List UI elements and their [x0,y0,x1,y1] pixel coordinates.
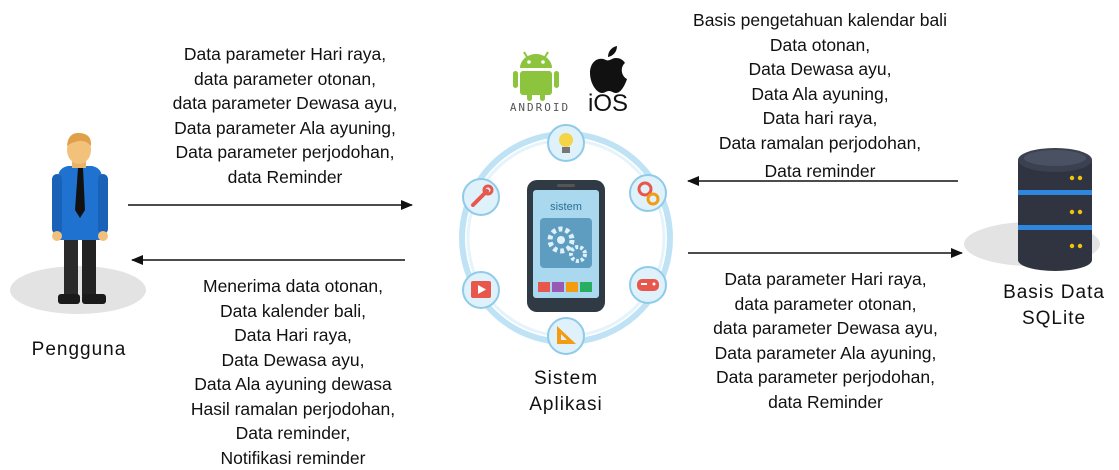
text-line: Notifikasi reminder [158,446,428,470]
user-label: Pengguna [14,337,144,363]
text-line: Data Ala ayuning dewasa [158,372,428,397]
text-line: Data parameter Hari raya, [150,42,420,67]
gamepad-icon [630,267,666,303]
text-line: Data reminder, [158,421,428,446]
app-to-db-text: Data parameter Hari raya, data parameter… [688,267,963,414]
text-line: Data Ala ayuning, [665,82,975,107]
text-line: Data Dewasa ayu, [665,57,975,82]
text-line: Data parameter Hari raya, [688,267,963,292]
text-line: Data Hari raya, [158,323,428,348]
db-label-line: Basis Data [990,280,1118,306]
text-line: Data otonan, [665,33,975,58]
text-line: Basis pengetahuan kalendar bali [665,8,975,33]
app-label: Sistem Aplikasi [506,366,626,418]
user-to-app-text: Data parameter Hari raya, data parameter… [150,42,420,189]
text-line: Menerima data otonan, [158,274,428,299]
text-line: Data kalender bali, [158,299,428,324]
play-icon [463,272,499,308]
apple-icon [590,46,627,93]
phone-screen-text: sistem [550,201,582,213]
text-line: Data parameter Ala ayuning, [688,341,963,366]
text-line: data parameter otonan, [688,292,963,317]
android-icon [513,52,559,101]
phone-icon: sistem [527,180,605,312]
android-wordmark: ANDROID [507,101,573,114]
text-line: Data parameter perjodohan, [150,140,420,165]
ios-wordmark: iOS [585,90,631,118]
text-line: Hasil ramalan perjodohan, [158,397,428,422]
text-line: Data parameter perjodohan, [688,365,963,390]
app-to-user-text: Menerima data otonan, Data kalender bali… [158,274,428,470]
gears-icon [630,175,666,211]
db-label: Basis Data SQLite [990,280,1118,332]
app-label-line: Aplikasi [506,392,626,418]
db-label-line: SQLite [990,306,1118,332]
text-line: data Reminder [688,390,963,415]
database-icon [964,148,1100,271]
text-line: Data Dewasa ayu, [158,348,428,373]
triangle-ruler-icon [548,318,584,354]
text-line: Data hari raya, [665,106,975,131]
text-line: Data ramalan perjodohan, [665,131,975,156]
lightbulb-icon [548,125,584,161]
user-figure [10,133,146,314]
text-line: data parameter Dewasa ayu, [688,316,963,341]
text-line: data parameter otonan, [150,67,420,92]
text-line: data parameter Dewasa ayu, [150,91,420,116]
wrench-icon [463,179,499,215]
text-line: Data reminder [665,159,975,184]
text-line: data Reminder [150,165,420,190]
text-line: Data parameter Ala ayuning, [150,116,420,141]
app-label-line: Sistem [506,366,626,392]
db-to-app-text: Basis pengetahuan kalendar bali Data oto… [665,8,975,184]
